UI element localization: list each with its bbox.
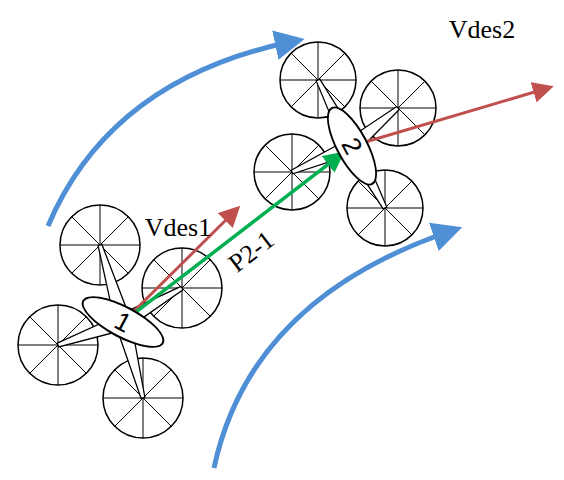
drone-number: 2 [337, 134, 367, 159]
velocity-arrow [352, 88, 548, 146]
velocity-arrow [123, 210, 236, 322]
drone-number: 1 [111, 307, 136, 337]
flow-arrow [48, 42, 290, 226]
velocity-label: Vdes2 [449, 17, 515, 43]
relative-position-arrow [137, 156, 339, 312]
edge-label: P2-1 [225, 227, 280, 278]
velocity-label: Vdes1 [145, 215, 211, 241]
